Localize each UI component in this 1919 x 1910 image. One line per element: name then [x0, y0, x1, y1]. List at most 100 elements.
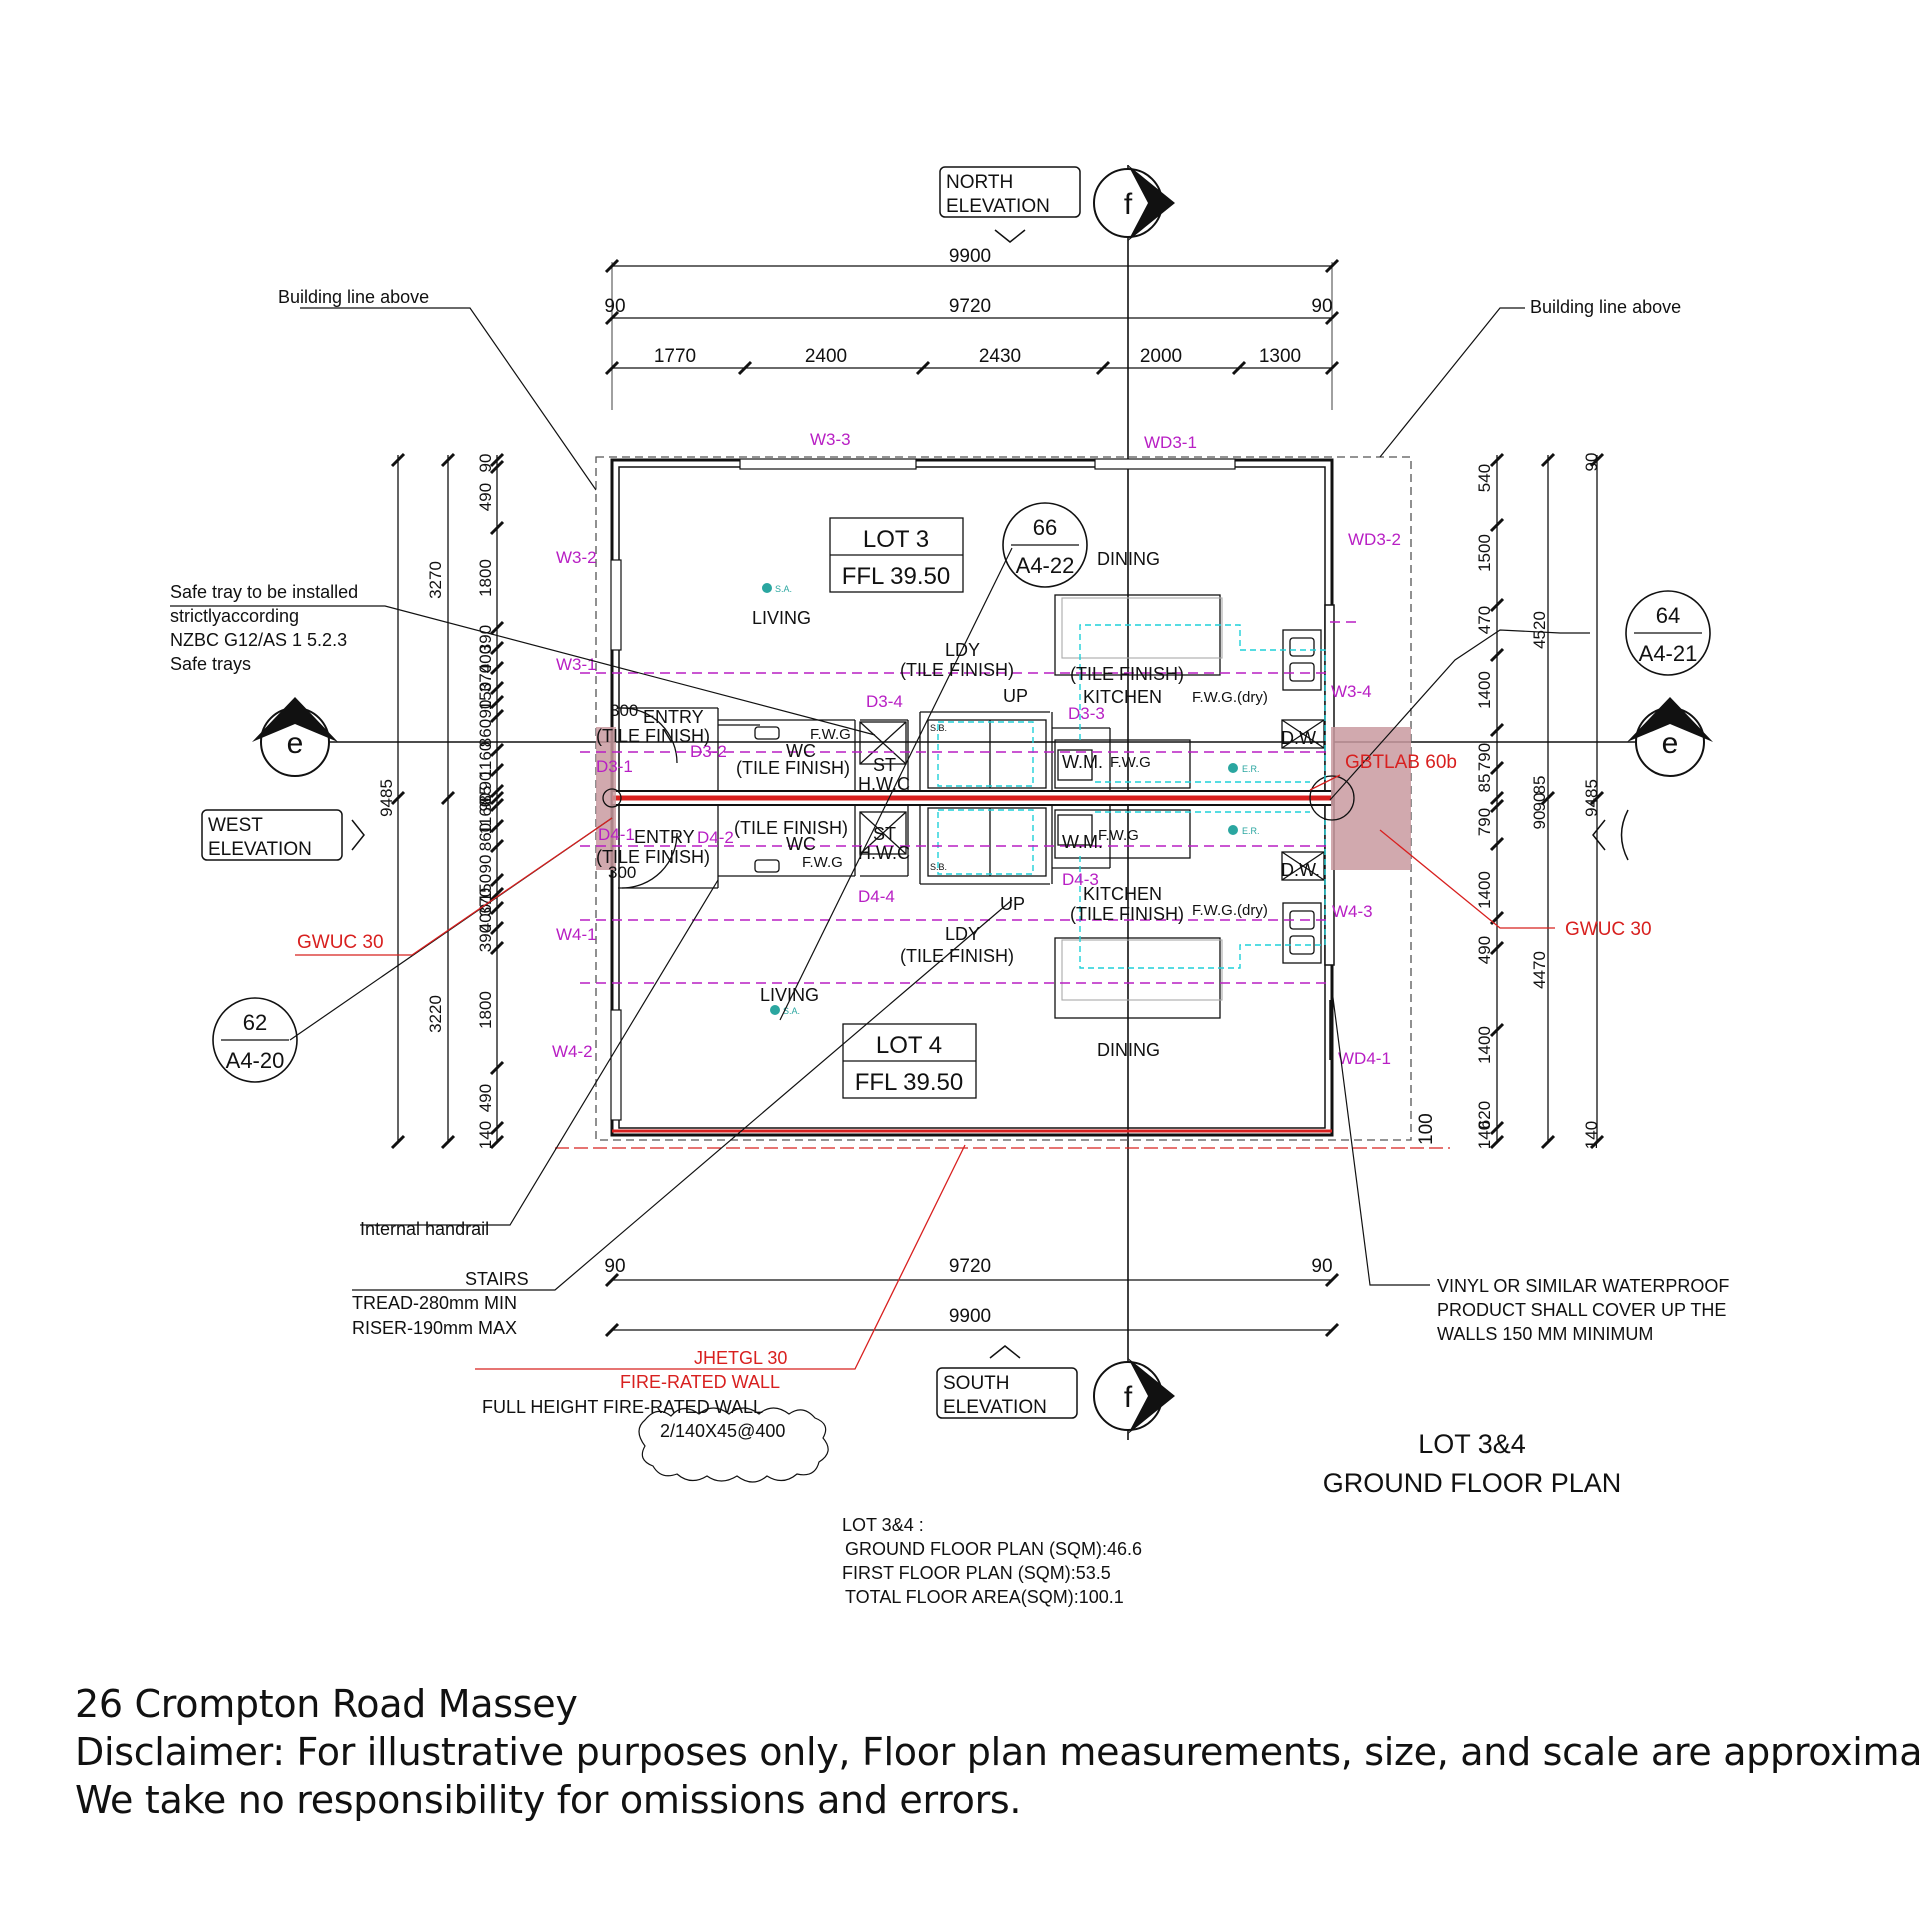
- washing-machine: W.M.: [1062, 752, 1103, 772]
- dimension-text: 1770: [654, 346, 696, 367]
- dimension-text: 3270: [426, 561, 445, 599]
- dimension-text: 1400: [1475, 671, 1494, 709]
- note-vinyl: VINYL OR SIMILAR WATERPROOF: [1437, 1276, 1729, 1296]
- dimension-text: 790: [1475, 743, 1494, 771]
- area-schedule: LOT 3&4 : GROUND FLOOR PLAN (SQM):46.6 F…: [842, 1515, 1142, 1607]
- tag-line: NORTH: [946, 172, 1013, 193]
- dimension-text: 90: [476, 855, 495, 874]
- tag-wd3-2: WD3-2: [1348, 530, 1401, 549]
- tag-d4-1: D4-1: [598, 825, 635, 844]
- hot-water-cylinder: H.W.C: [858, 843, 910, 863]
- note-fire-wall: FIRE-RATED WALL: [620, 1372, 780, 1392]
- dimension-text: 390: [476, 625, 495, 653]
- dimension-text: 4470: [1530, 951, 1549, 989]
- dimension-text: 490: [1475, 936, 1494, 964]
- tag-line: SOUTH: [943, 1373, 1010, 1394]
- dimension-text: 9485: [1582, 779, 1601, 817]
- dimension-text: 9900: [949, 1306, 991, 1327]
- note-safe-tray: Safe trays: [170, 654, 251, 674]
- room-dining: DINING: [1097, 1040, 1160, 1060]
- bottom-dimensions: [604, 1272, 1340, 1338]
- dimension-text: 140: [476, 1121, 495, 1149]
- note-building-line: Building line above: [1530, 297, 1681, 317]
- dimension-text: 90: [1582, 453, 1601, 472]
- dimension-text: 150: [476, 874, 495, 902]
- room-living: LIVING: [760, 985, 819, 1005]
- lot3-tag: LOT 3 FFL 39.50: [829, 517, 964, 593]
- dishwasher: D.W.: [1281, 728, 1320, 748]
- section-ref-sheet: A4-20: [226, 1048, 285, 1073]
- fire-label-gwuc-left: GWUC 30: [297, 932, 384, 953]
- floor-waste-gully: F.W.G: [802, 854, 843, 871]
- notes: Building line above Building line above …: [170, 287, 1729, 1441]
- note-building-line: Building line above: [278, 287, 429, 307]
- right-dimension-labels: 9054015004701400790857901400490140062014…: [1475, 453, 1601, 1150]
- waterproof-zones: [937, 624, 1326, 969]
- tag-d3-4: D3-4: [866, 692, 903, 711]
- note-vinyl: WALLS 150 MM MINIMUM: [1437, 1324, 1653, 1344]
- dimension-text: 90: [1530, 793, 1549, 812]
- dimension-text: 85: [1530, 776, 1549, 795]
- area-line: TOTAL FLOOR AREA(SQM):100.1: [845, 1587, 1124, 1607]
- room-kitchen-finish: (TILE FINISH): [1070, 664, 1184, 684]
- room-wc: WC: [786, 741, 816, 761]
- store: ST: [873, 824, 896, 844]
- dimension-text: 1160: [476, 798, 495, 835]
- dimension-text: 90: [604, 296, 625, 317]
- dimension-text: 1800: [476, 991, 495, 1029]
- kitchen-benches: [1061, 597, 1223, 1001]
- area-line: LOT 3&4 :: [842, 1515, 924, 1535]
- dimension-text: 3220: [426, 995, 445, 1033]
- note-stairs: STAIRS: [465, 1269, 529, 1289]
- stair-up: UP: [1000, 894, 1025, 914]
- grid-marker-e-right: e: [1627, 697, 1713, 777]
- disclaimer-text: Disclaimer: For illustrative purposes on…: [75, 1730, 1919, 1774]
- dimension-text: 490: [476, 1084, 495, 1112]
- dimension-text: 540: [1475, 464, 1494, 492]
- section-ref-number: 66: [1033, 515, 1057, 540]
- note-fire-wall: 2/140X45@400: [660, 1421, 785, 1441]
- plan-title-line: LOT 3&4: [1418, 1429, 1526, 1459]
- room-wc: WC: [786, 834, 816, 854]
- right-dimension-ticks: [1489, 452, 1605, 1150]
- note-handrail: Internal handrail: [360, 1219, 489, 1239]
- shower-base: S.B.: [930, 723, 947, 733]
- window-openings: [610, 458, 1236, 1121]
- room-entry-finish: (TILE FINISH): [596, 726, 710, 746]
- note-stairs: RISER-190mm MAX: [352, 1318, 517, 1338]
- dimension-text: 860: [476, 719, 495, 747]
- tag-w3-3: W3-3: [810, 430, 851, 449]
- plan-title-line: GROUND FLOOR PLAN: [1323, 1468, 1622, 1498]
- room-wc-finish: (TILE FINISH): [734, 818, 848, 838]
- smoke-alarm-icon: [762, 583, 772, 593]
- dimension-text: 2430: [979, 346, 1021, 367]
- dimension-text: 140: [1582, 1121, 1601, 1149]
- dimension-text: 90: [604, 1256, 625, 1277]
- dimension-text: 90: [476, 454, 495, 473]
- room-kitchen: KITCHEN: [1083, 884, 1162, 904]
- tag-line: ELEVATION: [208, 839, 312, 860]
- dimension-text: 140: [1475, 1121, 1494, 1149]
- extractor-icon: [1228, 825, 1238, 835]
- note-safe-tray: NZBC G12/AS 1 5.2.3: [170, 630, 347, 650]
- lot-ffl: FFL 39.50: [842, 563, 951, 590]
- tag-line: ELEVATION: [943, 1397, 1047, 1418]
- dimension-text: 370: [476, 664, 495, 692]
- dimension-text: 490: [476, 483, 495, 511]
- shower-base: S.B.: [930, 862, 947, 872]
- section-ref-sheet: A4-22: [1016, 553, 1075, 578]
- tag-w4-1: W4-1: [556, 925, 597, 944]
- left-dimension-labels: 9049018003904003701509086011609085901160…: [377, 454, 495, 1150]
- grid-marker-f-bottom: f: [1093, 1358, 1175, 1434]
- dimension-text: 860: [476, 823, 495, 851]
- tag-w3-4: W3-4: [1331, 682, 1372, 701]
- dimension-text: 90: [476, 700, 495, 719]
- tag-d4-4: D4-4: [858, 887, 895, 906]
- tag-w4-2: W4-2: [552, 1042, 593, 1061]
- hot-water-cylinder: H.W.C: [858, 774, 910, 794]
- lot4-tag: LOT 4 FFL 39.50: [842, 1023, 977, 1099]
- dishwasher: D.W.: [1281, 860, 1320, 880]
- tag-w3-2: W3-2: [556, 548, 597, 567]
